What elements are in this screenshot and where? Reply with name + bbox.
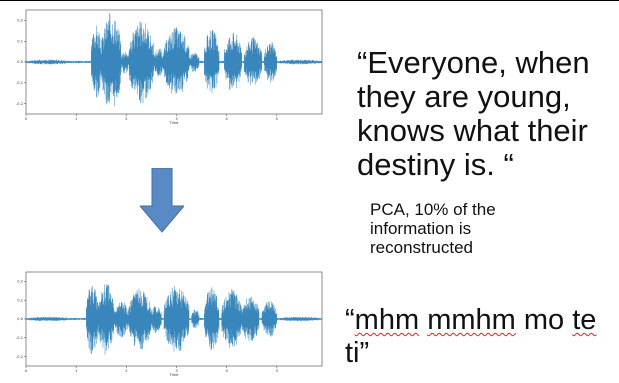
- reconstructed-word-1: mhm: [354, 304, 420, 336]
- original-quote: “Everyone, when they are young, knows wh…: [357, 45, 590, 182]
- x-tick-label: 2: [125, 117, 127, 121]
- y-tick-label: 0.1: [17, 39, 23, 43]
- reconstructed-word-3: mo: [523, 304, 565, 336]
- x-tick-label: 1: [75, 369, 77, 373]
- y-tick-label: 0.0: [17, 60, 23, 64]
- x-tick-label: 2: [125, 369, 127, 373]
- reconstructed-open-quote: “: [345, 304, 355, 336]
- y-tick-label: -0.2: [16, 102, 23, 106]
- y-tick-label: 0.2: [17, 280, 23, 284]
- reconstructed-word-5: ti”: [345, 337, 370, 369]
- y-tick-label: 0.0: [17, 317, 23, 321]
- y-tick-label: -0.2: [16, 355, 23, 359]
- y-tick-label: 0.1: [17, 298, 23, 302]
- reconstructed-quote: “mhm mmhm mo te ti”: [345, 304, 615, 370]
- reconstructed-word-2: mmhm: [427, 304, 516, 336]
- x-tick-label: 5: [276, 369, 278, 373]
- x-tick-label: 3: [175, 369, 177, 373]
- reconstructed-word-4: te: [572, 304, 597, 336]
- x-tick-label: 5: [276, 117, 278, 121]
- x-axis-label: Time: [169, 373, 180, 377]
- y-tick-label: -0.1: [16, 81, 23, 85]
- x-tick-label: 4: [226, 369, 229, 373]
- y-tick-label: -0.1: [16, 336, 23, 340]
- x-tick-label: 1: [75, 117, 77, 121]
- x-tick-label: 0: [25, 117, 28, 121]
- x-tick-label: 0: [25, 369, 28, 373]
- x-tick-label: 3: [175, 117, 177, 121]
- down-arrow-icon: [140, 168, 184, 234]
- y-tick-label: 0.2: [17, 19, 23, 23]
- x-tick-label: 4: [226, 117, 229, 121]
- x-axis-label: Time: [169, 121, 180, 125]
- slide-top-rule: [0, 0, 619, 1]
- pca-caption: PCA, 10% of the information is reconstru…: [370, 200, 496, 257]
